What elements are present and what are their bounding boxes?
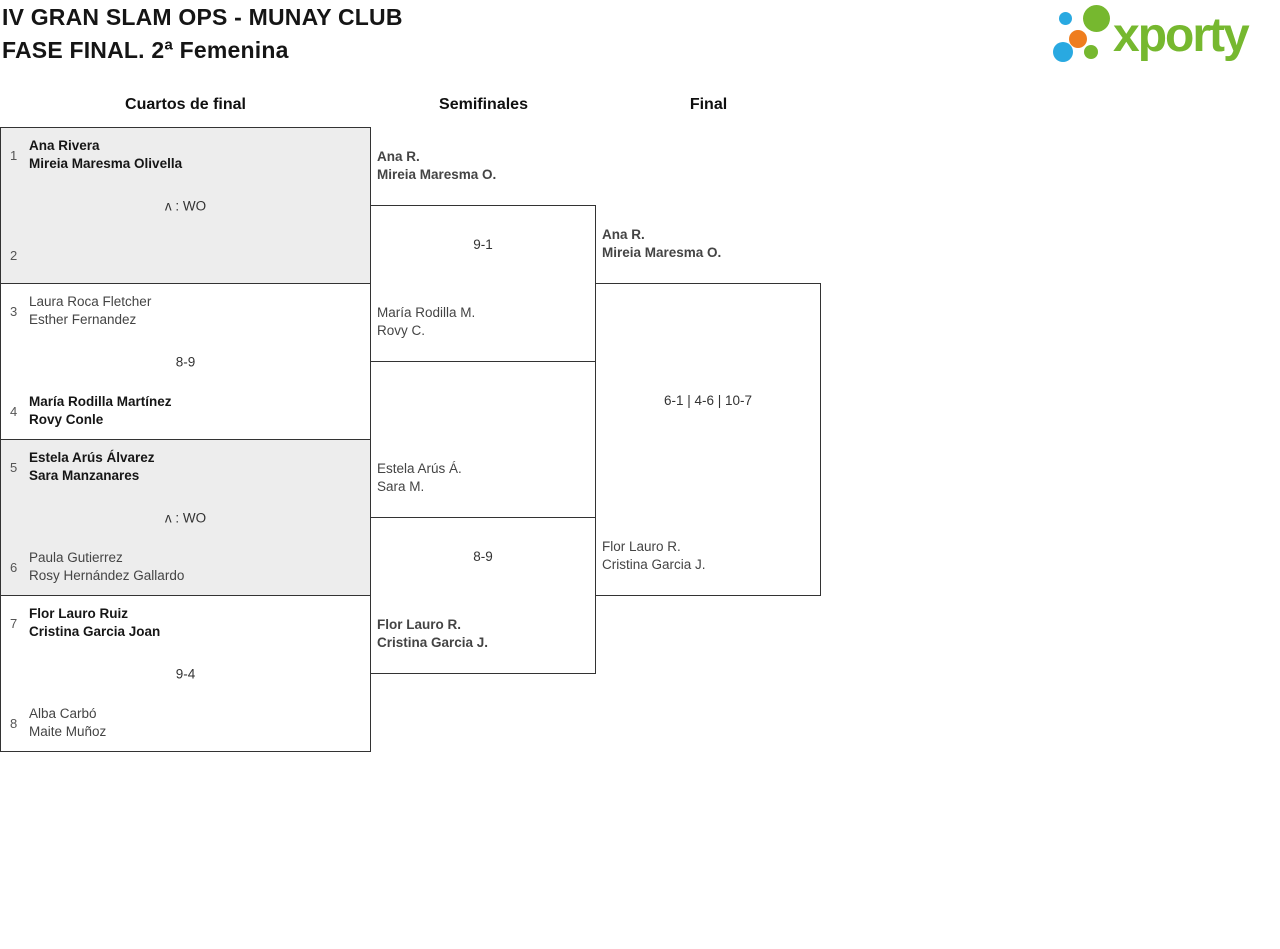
- match-score: ʌ : WO: [164, 198, 207, 213]
- player-name: Flor Lauro Ruiz: [29, 606, 128, 621]
- player-name: Mireia Maresma O.: [602, 245, 722, 260]
- player-name: Ana Rivera: [29, 138, 100, 153]
- xporty-logo[interactable]: xporty: [1045, 0, 1280, 80]
- player-name: Sara Manzanares: [29, 468, 140, 483]
- player-name: Maite Muñoz: [29, 724, 107, 739]
- player-name: Laura Roca Fletcher: [29, 294, 152, 309]
- player-name: Flor Lauro R.: [377, 617, 461, 632]
- team-names: Ana Rivera Mireia Maresma Olivella: [29, 137, 182, 173]
- player-name: Cristina Garcia J.: [602, 557, 706, 572]
- player-name: Ana R.: [602, 227, 645, 242]
- logo-dot-icon: [1084, 45, 1098, 59]
- match-quarterfinal-3: 5 Estela Arús Álvarez Sara Manzanares ʌ …: [0, 439, 371, 596]
- seed-number: 1: [10, 147, 18, 163]
- player-name: Rovy C.: [377, 323, 426, 338]
- team-names: Flor Lauro R. Cristina Garcia J.: [602, 538, 706, 574]
- match-quarterfinal-1: 1 Ana Rivera Mireia Maresma Olivella ʌ :…: [0, 127, 371, 284]
- round-header-semifinals: Semifinales: [439, 96, 528, 113]
- team-names: Estela Arús Á. Sara M.: [377, 460, 462, 496]
- team-names: Laura Roca Fletcher Esther Fernandez: [29, 293, 151, 329]
- team-names: Alba Carbó Maite Muñoz: [29, 705, 106, 741]
- match-final: [595, 283, 821, 596]
- round-header-final: Final: [689, 96, 728, 113]
- player-name: Alba Carbó: [29, 706, 97, 721]
- player-name: Mireia Maresma O.: [377, 167, 497, 182]
- team-names: Flor Lauro Ruiz Cristina Garcia Joan: [29, 605, 160, 641]
- player-name: Flor Lauro R.: [602, 539, 681, 554]
- team-names: María Rodilla M. Rovy C.: [377, 304, 475, 340]
- team-names: Ana R. Mireia Maresma O.: [377, 148, 496, 184]
- team-names: Estela Arús Álvarez Sara Manzanares: [29, 449, 155, 485]
- match-score: 9-1: [473, 237, 493, 252]
- match-score: 9-4: [175, 666, 196, 681]
- tournament-title: IV GRAN SLAM OPS - MUNAY CLUB: [2, 4, 403, 30]
- logo-wordmark: xporty: [1113, 9, 1250, 62]
- seed-number: 4: [10, 403, 18, 419]
- match-score: ʌ : WO: [164, 510, 207, 525]
- player-name: Cristina Garcia Joan: [29, 624, 161, 639]
- page-title: IV GRAN SLAM OPS - MUNAY CLUB FASE FINAL…: [2, 1, 403, 67]
- player-name: Ana R.: [377, 149, 420, 164]
- match-quarterfinal-2: 3 Laura Roca Fletcher Esther Fernandez 8…: [0, 283, 371, 440]
- seed-number: 7: [10, 615, 18, 631]
- player-name: Esther Fernandez: [29, 312, 137, 327]
- player-name: Mireia Maresma Olivella: [29, 156, 183, 171]
- player-name: Cristina Garcia J.: [377, 635, 489, 650]
- match-score: 6-1 | 4-6 | 10-7: [663, 393, 753, 408]
- player-name: Paula Gutierrez: [29, 550, 123, 565]
- player-name: Sara M.: [377, 479, 425, 494]
- player-name: Rosy Hernández Gallardo: [29, 568, 185, 583]
- match-score: 8-9: [175, 354, 196, 369]
- team-names: María Rodilla Martínez Rovy Conle: [29, 393, 172, 429]
- match-score: 8-9: [473, 549, 493, 564]
- team-names: Ana R. Mireia Maresma O.: [602, 226, 721, 262]
- player-name: Estela Arús Á.: [377, 461, 462, 476]
- seed-number: 2: [10, 247, 18, 263]
- seed-number: 5: [10, 459, 18, 475]
- logo-dot-icon: [1053, 42, 1073, 62]
- logo-dot-icon: [1059, 12, 1072, 25]
- logo-dot-icon: [1083, 5, 1110, 32]
- seed-number: 8: [10, 715, 18, 731]
- phase-subtitle: FASE FINAL. 2ª Femenina: [2, 37, 289, 63]
- seed-number: 6: [10, 559, 18, 575]
- player-name: Rovy Conle: [29, 412, 104, 427]
- match-quarterfinal-4: 7 Flor Lauro Ruiz Cristina Garcia Joan 9…: [0, 595, 371, 752]
- player-name: María Rodilla Martínez: [29, 394, 172, 409]
- player-name: Estela Arús Álvarez: [29, 450, 155, 465]
- team-names: Paula Gutierrez Rosy Hernández Gallardo: [29, 549, 184, 585]
- round-header-quarterfinals: Cuartos de final: [125, 96, 246, 113]
- logo-dot-icon: [1069, 30, 1087, 48]
- player-name: María Rodilla M.: [377, 305, 476, 320]
- team-names: Flor Lauro R. Cristina Garcia J.: [377, 616, 488, 652]
- seed-number: 3: [10, 303, 18, 319]
